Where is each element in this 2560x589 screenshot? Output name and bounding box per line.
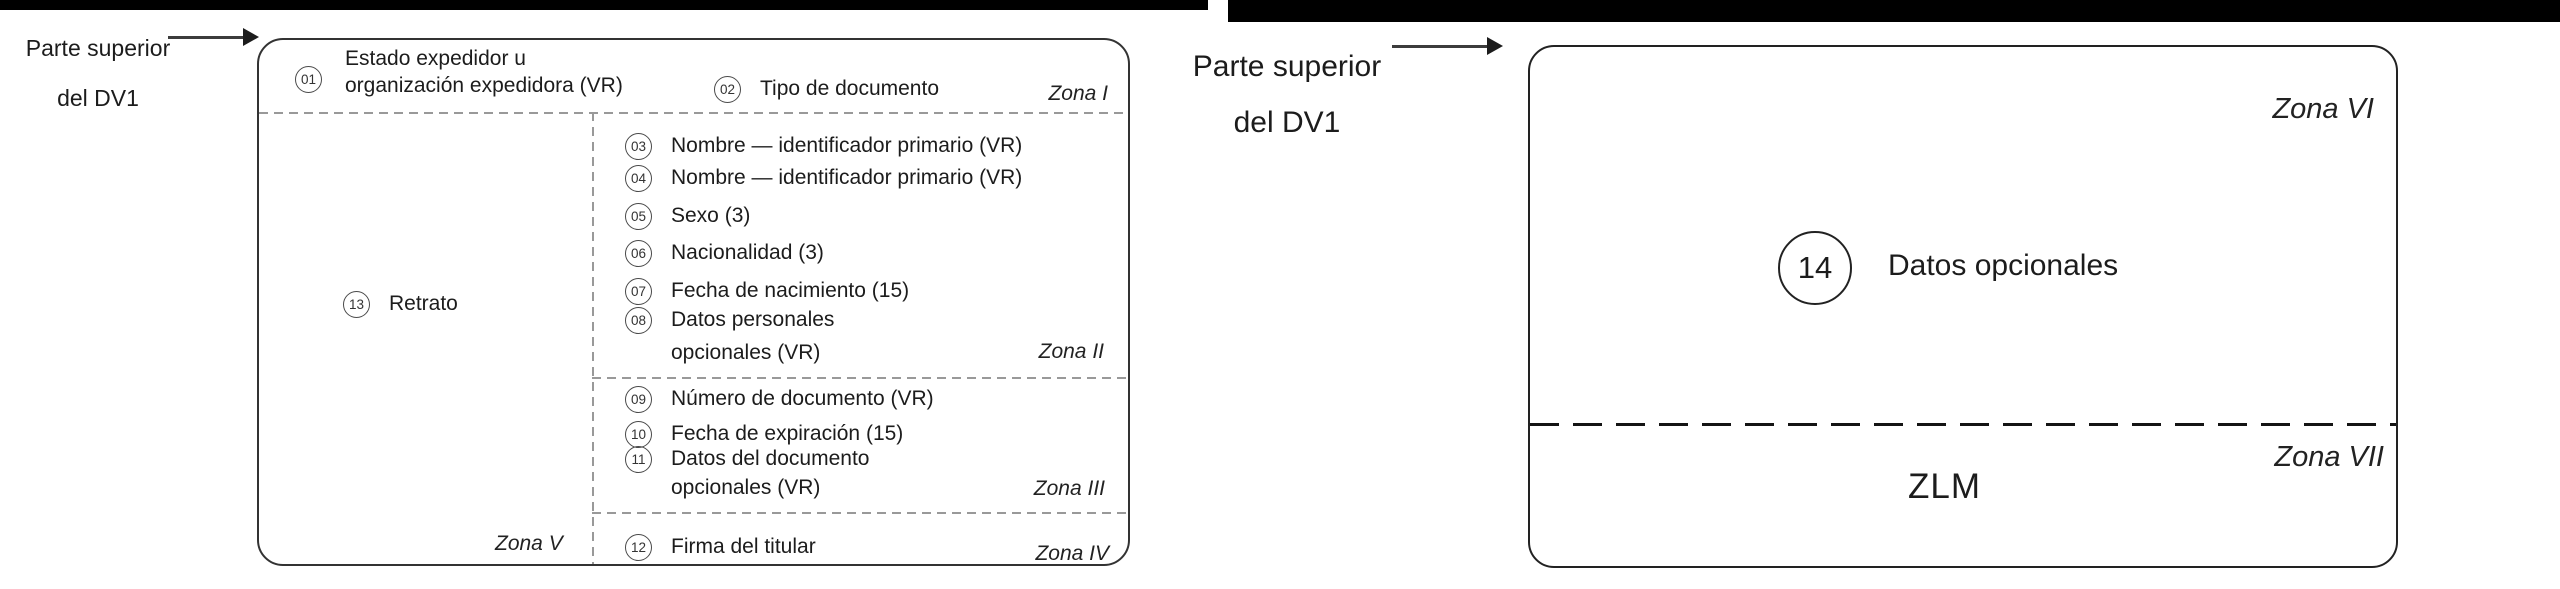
field-11-label-cont: opcionales (VR) xyxy=(671,476,821,499)
left-arrow-line xyxy=(168,36,244,39)
field-10-number-badge: 10 xyxy=(625,420,652,448)
field-09-number-badge: 09 xyxy=(625,385,652,413)
field-13-number-badge: 13 xyxy=(343,290,370,318)
field-row-06: 06 Nacionalidad (3) xyxy=(625,239,824,267)
top-black-strip-left xyxy=(0,0,1208,10)
field-01-label: Estado expedidor u organización expedido… xyxy=(345,45,623,99)
zone-6-label: Zona VI xyxy=(2272,93,2374,125)
field-row-02: 02 Tipo de documento xyxy=(714,75,939,103)
field-01-number-badge: 01 xyxy=(295,66,322,93)
zone1-divider xyxy=(259,112,1128,114)
field-row-11: 11 Datos del documento xyxy=(625,445,869,473)
right-pointer-label-line1: Parte superior xyxy=(1192,50,1382,83)
field-01-label-line1: Estado expedidor u xyxy=(345,47,526,70)
field-08-label-cont: opcionales (VR) xyxy=(671,341,821,364)
right-arrow-head-icon xyxy=(1487,37,1503,55)
field-row-09: 09 Número de documento (VR) xyxy=(625,385,934,413)
right-arrow-line xyxy=(1392,45,1488,48)
zone3-divider xyxy=(592,512,1128,514)
left-pointer-label: Parte superior del DV1 xyxy=(14,23,182,123)
left-pointer-label-line2: del DV1 xyxy=(57,85,139,111)
field-row-03: 03 Nombre — identificador primario (VR) xyxy=(625,132,1022,160)
field-03-label: Nombre — identificador primario (VR) xyxy=(671,134,1023,157)
right-pointer-label-line2: del DV1 xyxy=(1233,106,1341,139)
field-06-number-badge: 06 xyxy=(625,239,652,267)
right-pointer-label: Parte superior del DV1 xyxy=(1172,39,1402,151)
zone-5-label: Zona V xyxy=(495,532,563,555)
field-05-label: Sexo (3) xyxy=(671,204,751,227)
field-07-number-badge: 07 xyxy=(625,277,652,305)
portrait-divider xyxy=(592,112,594,564)
field-10-label: Fecha de expiración (15) xyxy=(671,422,904,445)
field-02-number-badge: 02 xyxy=(714,75,741,103)
field-11-number-badge: 11 xyxy=(625,445,652,473)
zone-7-label: Zona VII xyxy=(2274,441,2384,473)
field-14-number-badge: 14 xyxy=(1778,231,1852,305)
zone-3-label: Zona III xyxy=(1033,477,1105,500)
top-black-bar-right xyxy=(1228,0,2560,22)
field-08-number-badge: 08 xyxy=(625,306,652,334)
field-row-13: 13 Retrato xyxy=(343,290,458,318)
field-06-label: Nacionalidad (3) xyxy=(671,241,824,264)
field-07-label: Fecha de nacimiento (15) xyxy=(671,279,910,302)
left-pointer-label-line1: Parte superior xyxy=(25,35,171,61)
field-13-label: Retrato xyxy=(389,292,458,315)
field-12-number-badge: 12 xyxy=(625,533,652,561)
field-08-label: Datos personales xyxy=(671,308,835,331)
zone-4-label: Zona IV xyxy=(1035,542,1109,565)
field-row-12: 12 Firma del titular xyxy=(625,533,816,561)
field-03-number-badge: 03 xyxy=(625,132,652,160)
dv1-back-card: Zona VI 14 Datos opcionales Zona VII ZLM xyxy=(1528,45,2398,568)
zone-2-label: Zona II xyxy=(1038,340,1104,363)
field-row-10: 10 Fecha de expiración (15) xyxy=(625,420,903,448)
field-04-label: Nombre — identificador primario (VR) xyxy=(671,166,1023,189)
dv1-front-card: 01 Estado expedidor u organización exped… xyxy=(257,38,1130,566)
field-01-label-line2: organización expedidora (VR) xyxy=(345,74,623,97)
field-row-08: 08 Datos personales xyxy=(625,306,834,334)
left-arrow-head-icon xyxy=(243,28,259,46)
field-row-07: 07 Fecha de nacimiento (15) xyxy=(625,277,909,305)
field-12-label: Firma del titular xyxy=(671,535,816,558)
mrz-zlm-label: ZLM xyxy=(1908,467,1981,506)
zone7-divider xyxy=(1530,423,2396,426)
field-row-05: 05 Sexo (3) xyxy=(625,202,750,230)
field-14-label: Datos opcionales xyxy=(1888,249,2119,282)
field-09-label: Número de documento (VR) xyxy=(671,387,934,410)
field-11-label: Datos del documento xyxy=(671,447,870,470)
field-05-number-badge: 05 xyxy=(625,202,652,230)
zone-1-label: Zona I xyxy=(1048,82,1108,105)
field-02-label: Tipo de documento xyxy=(760,77,940,100)
field-04-number-badge: 04 xyxy=(625,164,652,192)
zone2-divider xyxy=(592,377,1128,379)
field-row-04: 04 Nombre — identificador primario (VR) xyxy=(625,164,1022,192)
